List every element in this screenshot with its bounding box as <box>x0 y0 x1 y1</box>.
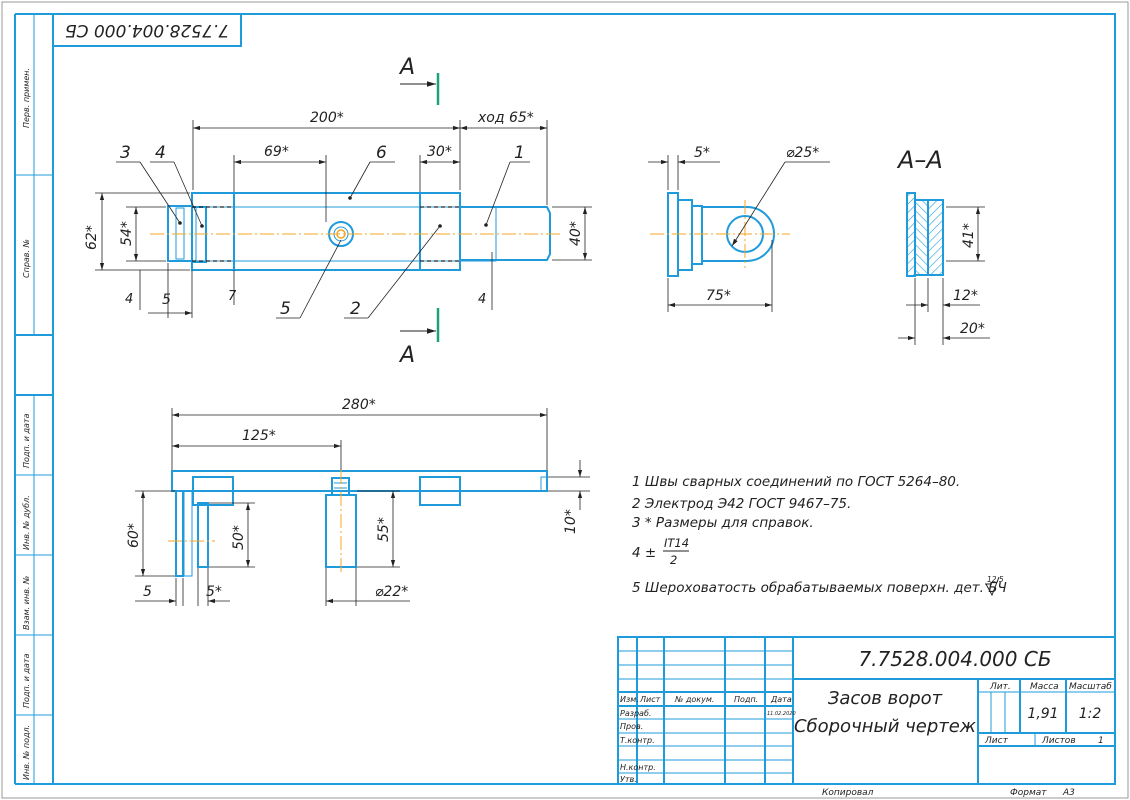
tb-mass-value: 1,91 <box>1027 706 1058 722</box>
tb-row-tkontr: Т.контр. <box>620 736 655 745</box>
part-channel-6 <box>233 192 421 271</box>
tb-designation: 7.7528.004.000 СБ <box>858 647 1051 671</box>
dim-40: 40* <box>568 221 584 246</box>
roughness-icon <box>985 576 1000 597</box>
part-housing-left <box>191 192 235 271</box>
front-bar <box>171 470 548 492</box>
side-label-vzam: Взам. инв. № <box>22 576 31 630</box>
dim-end-75: 75* <box>706 288 731 304</box>
side-label-inv-podl: Инв. № подл. <box>22 725 31 780</box>
dim-sec-41: 41* <box>961 223 977 248</box>
note-4-denominator: 2 <box>670 553 677 567</box>
drawing-frame <box>52 13 1116 785</box>
tb-sheets: Листов <box>1041 736 1076 746</box>
note-2: 2 Электрод Э42 ГОСТ 9467–75. <box>632 496 851 512</box>
dim-front-60: 60* <box>126 523 142 548</box>
dim-total-length: 200* <box>310 110 344 126</box>
section-view: А–А 41* 12* 20* <box>896 146 990 345</box>
dim-front-50: 50* <box>231 525 247 550</box>
note-3: 3 * Размеры для справок. <box>632 515 814 531</box>
side-label-sprav: Справ. № <box>22 239 31 278</box>
front-view: 280* 125* 60* 50* 55* 10* 5 5* ⌀22* <box>126 397 590 606</box>
tb-name-line1: Засов ворот <box>828 688 943 709</box>
title-block: 7.7528.004.000 СБ Засов ворот Сборочный … <box>617 636 1116 798</box>
part-housing-right <box>419 192 461 271</box>
dim-front-125: 125* <box>242 428 276 444</box>
tb-format: Формат <box>1010 788 1047 798</box>
dim-4-right: 4 <box>478 292 486 307</box>
technical-notes: 1 Швы сварных соединений по ГОСТ 5264–80… <box>632 474 1007 597</box>
dim-30: 30* <box>427 144 452 160</box>
tb-scale-value: 1:2 <box>1079 706 1102 722</box>
tb-format-value: А3 <box>1062 788 1075 798</box>
pos-5: 5 <box>280 299 291 319</box>
tb-col-data: Дата <box>770 695 792 704</box>
pos-4: 4 <box>155 143 166 163</box>
note-1: 1 Швы сварных соединений по ГОСТ 5264–80… <box>632 474 960 490</box>
pos-6: 6 <box>376 143 387 163</box>
top-stamp-code: 7.7528.004.000 СБ <box>65 20 229 40</box>
side-label-podp1: Подп. и дата <box>22 413 31 468</box>
tb-col-izm: Изм. <box>620 695 639 704</box>
dim-front-280: 280* <box>342 397 376 413</box>
side-label-inv-dubl: Инв. № дубл. <box>22 495 31 550</box>
tb-sheet: Лист <box>984 736 1009 746</box>
dim-54: 54* <box>119 221 135 246</box>
tb-row-nkontr: Н.контр. <box>620 763 656 772</box>
side-label-podp2: Подп. и дата <box>22 653 31 708</box>
note-5: 5 Шероховатость обрабатываемых поверхн. … <box>632 580 1007 596</box>
note-4-numerator: IT14 <box>664 536 689 550</box>
note-4: 4 ± <box>632 545 656 561</box>
tb-massa: Масса <box>1030 682 1059 692</box>
pos-3: 3 <box>120 143 131 163</box>
roughness-value: 12,5 <box>987 575 1004 584</box>
pos-2: 2 <box>350 299 361 319</box>
dim-front-d22: ⌀22* <box>375 584 408 600</box>
tb-masshtab: Масштаб <box>1069 682 1112 692</box>
top-view: А А 200* ход 65* 69* <box>84 55 592 368</box>
dim-4-left: 4 <box>125 292 133 307</box>
dim-sec-12: 12* <box>953 288 978 304</box>
section-mark-top: А <box>398 55 415 80</box>
top-stamp: 7.7528.004.000 СБ <box>52 13 242 47</box>
tb-lit: Лит. <box>989 682 1011 692</box>
side-label-perv: Перв. примен. <box>22 68 31 128</box>
dim-end-d25: ⌀25* <box>786 145 819 161</box>
section-title: А–А <box>896 146 943 174</box>
dim-62: 62* <box>84 225 100 250</box>
dim-front-55: 55* <box>376 517 392 542</box>
pos-1: 1 <box>514 143 525 163</box>
tb-col-podp: Подп. <box>734 695 758 704</box>
end-view: 5* ⌀25* 75* <box>648 145 830 312</box>
dim-sec-20: 20* <box>960 321 985 337</box>
dim-end-5: 5* <box>694 145 710 161</box>
tb-name-line2: Сборочный чертеж <box>794 716 977 737</box>
dim-stroke: ход 65* <box>477 110 534 126</box>
tb-col-docum: № докум. <box>674 695 714 704</box>
dim-front-10: 10* <box>563 509 579 534</box>
tb-col-list: Лист <box>639 695 661 704</box>
dim-7: 7 <box>228 289 237 304</box>
dim-5: 5 <box>162 292 171 308</box>
tb-date-value: 11.02.2020 <box>767 711 796 717</box>
dim-front-5s: 5* <box>206 584 222 600</box>
tb-row-prov: Пров. <box>620 722 643 731</box>
tb-row-utv: Утв. <box>620 775 637 784</box>
left-side-stamp: Перв. примен. Справ. № Подп. и дата Инв.… <box>14 13 53 785</box>
tb-sheets-value: 1 <box>1098 736 1104 746</box>
section-mark-bottom: А <box>398 343 415 368</box>
dim-69: 69* <box>264 144 289 160</box>
tb-copied: Копировал <box>822 788 874 798</box>
tb-row-razrab: Разраб. <box>620 709 651 718</box>
dim-front-5: 5 <box>143 584 152 600</box>
